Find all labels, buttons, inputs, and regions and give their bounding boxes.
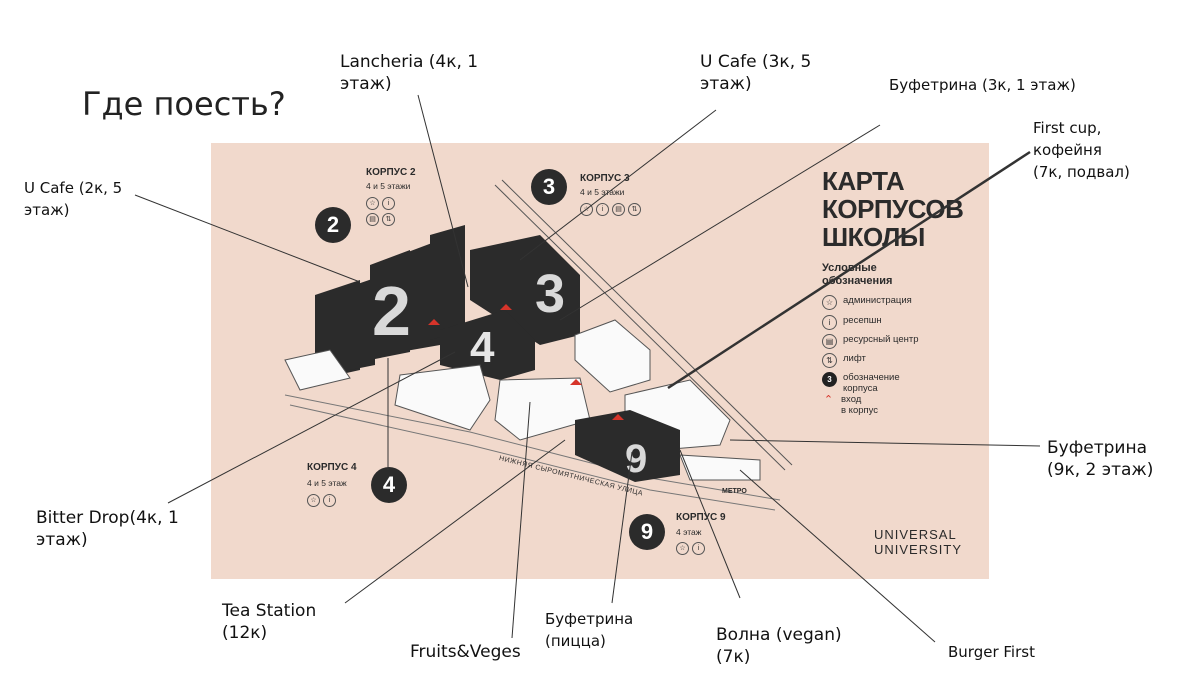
elevator-icon: ⇅ bbox=[628, 203, 641, 216]
building-9-name: КОРПУС 9 bbox=[676, 512, 726, 523]
star-icon: ☆ bbox=[307, 494, 320, 507]
info-icon: i bbox=[596, 203, 609, 216]
callout-burger-first: Burger First bbox=[948, 643, 1035, 661]
building-9-icons: ☆i bbox=[676, 542, 705, 555]
callout-bufetrina-9: Буфетрина (9к, 2 этаж) bbox=[1047, 438, 1154, 480]
callout-volna: Волна (vegan) (7к) bbox=[716, 625, 842, 667]
building-9-badge: 9 bbox=[629, 514, 665, 550]
callout-ucafe-2: U Cafe (2к, 5 этаж) bbox=[24, 179, 123, 219]
book-icon: ▤ bbox=[612, 203, 625, 216]
building-2-name: КОРПУС 2 bbox=[366, 167, 416, 178]
building-3-floors: 4 и 5 этажи bbox=[580, 187, 625, 197]
entrance-arrow-icon: ⌃ bbox=[823, 394, 834, 406]
building-4-floors: 4 и 5 этаж bbox=[307, 478, 347, 488]
legend-item: ⌃вход в корпус bbox=[823, 394, 879, 416]
building-2-badge: 2 bbox=[315, 207, 351, 243]
book-icon: ▤ bbox=[822, 334, 837, 349]
building-2-icons-row2: ▤⇅ bbox=[366, 213, 395, 226]
callout-ucafe-3: U Cafe (3к, 5 этаж) bbox=[700, 52, 812, 94]
info-icon: i bbox=[382, 197, 395, 210]
info-icon: i bbox=[323, 494, 336, 507]
legend-item: ☆администрация bbox=[822, 295, 962, 310]
metro-label: МЕТРО bbox=[722, 488, 747, 495]
building-2-icons: ☆i bbox=[366, 197, 395, 210]
university-logo: UNIVERSAL UNIVERSITY bbox=[874, 527, 963, 557]
legend-title: Условные обозначения bbox=[822, 262, 893, 287]
star-icon: ☆ bbox=[676, 542, 689, 555]
building-2-marker: 2 bbox=[372, 272, 411, 350]
building-4-badge: 4 bbox=[371, 467, 407, 503]
building-3-badge: 3 bbox=[531, 169, 567, 205]
page-title: Где поесть? bbox=[82, 85, 286, 123]
elevator-icon: ⇅ bbox=[382, 213, 395, 226]
callout-bufetrina-3: Буфетрина (3к, 1 этаж) bbox=[889, 76, 1076, 94]
map-title: КАРТА КОРПУСОВ ШКОЛЫ bbox=[822, 167, 1002, 251]
book-icon: ▤ bbox=[366, 213, 379, 226]
entrance-arrows bbox=[428, 304, 624, 420]
building-2-floors: 4 и 5 этажи bbox=[366, 181, 411, 191]
railway bbox=[494, 179, 793, 471]
star-icon: ☆ bbox=[822, 295, 837, 310]
info-icon: i bbox=[822, 315, 837, 330]
callout-tea-station: Tea Station (12к) bbox=[222, 601, 317, 643]
number-badge-icon: 3 bbox=[822, 372, 837, 387]
callout-fruits-veges: Fruits&Veges bbox=[410, 642, 521, 662]
elevator-icon: ⇅ bbox=[822, 353, 837, 368]
callout-first-cup: First cup, кофейня (7к, подвал) bbox=[1033, 119, 1130, 181]
callout-bufetrina-pizza: Буфетрина (пицца) bbox=[545, 610, 634, 650]
building-9-marker: 9 bbox=[625, 437, 647, 481]
callout-lancheria: Lancheria (4к, 1 этаж) bbox=[340, 52, 479, 94]
building-4-name: КОРПУС 4 bbox=[307, 462, 357, 473]
building-4-marker: 4 bbox=[470, 323, 495, 372]
star-icon: ☆ bbox=[366, 197, 379, 210]
legend-item: ▤ресурсный центр bbox=[822, 334, 962, 349]
road-outline bbox=[284, 394, 781, 511]
legend-item: ⇅лифт bbox=[822, 353, 962, 368]
building-4 bbox=[440, 310, 535, 380]
building-3-marker: 3 bbox=[535, 264, 565, 324]
building-3-name: КОРПУС 3 bbox=[580, 173, 630, 184]
map-title-line: ШКОЛЫ bbox=[822, 222, 925, 252]
map-title-line: КАРТА bbox=[822, 166, 905, 196]
callout-bitter-drop: Bitter Drop(4к, 1 этаж) bbox=[36, 508, 179, 550]
info-icon: i bbox=[692, 542, 705, 555]
building-4-icons: ☆i bbox=[307, 494, 336, 507]
building-9-floors: 4 этаж bbox=[676, 527, 702, 537]
building-9 bbox=[575, 410, 680, 482]
